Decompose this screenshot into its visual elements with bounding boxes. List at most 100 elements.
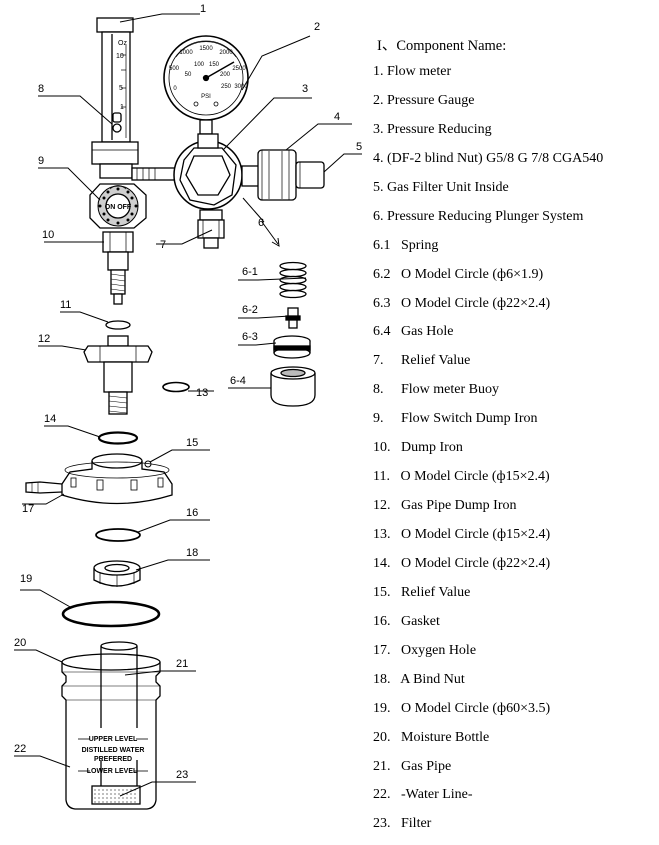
legend-item: 2. Pressure Gauge xyxy=(373,92,475,108)
plunger xyxy=(285,307,301,329)
blind-nut-inlet xyxy=(241,149,325,201)
gauge-tick-0: 0 xyxy=(173,86,177,92)
callout-18: 18 xyxy=(186,547,198,559)
callout-5: 5 xyxy=(356,141,362,153)
legend-item: 3. Pressure Reducing xyxy=(373,121,492,137)
o-ring-6-3 xyxy=(273,335,311,359)
legend-item: 15. Relief Value xyxy=(373,584,471,600)
callout-14: 14 xyxy=(44,413,56,425)
o-ring-11 xyxy=(105,320,131,330)
legend-heading: I、Component Name: xyxy=(377,38,507,54)
pressure-gauge xyxy=(163,35,249,135)
callout-4: 4 xyxy=(334,111,340,123)
exploded-diagram: 1500 2000 1000 2500 500 3000 0 100 150 2… xyxy=(14,3,362,810)
upper-level-label: UPPER LEVEL xyxy=(89,736,138,743)
legend-item: 10. Dump Iron xyxy=(373,440,463,456)
switch-label: ON OFF xyxy=(105,204,132,211)
dump-iron xyxy=(102,231,134,305)
prefered-label: PREFERED xyxy=(94,756,132,763)
callout-21: 21 xyxy=(176,658,188,670)
gauge-tick-1000: 1000 xyxy=(179,50,193,56)
flowmeter-tick-5: 5 xyxy=(119,85,123,92)
filter xyxy=(91,785,141,805)
o-ring-14 xyxy=(97,431,139,445)
gas-hole-cup xyxy=(270,366,316,407)
legend-item: 1. Flow meter xyxy=(373,64,452,79)
callout-6-1: 6-1 xyxy=(242,266,258,278)
callout-15: 15 xyxy=(186,437,198,449)
legend-item: 20. Moisture Bottle xyxy=(373,729,490,745)
distilled-water-label: DISTILLED WATER xyxy=(82,747,145,754)
legend-item: 19. O Model Circle (ф60×3.5) xyxy=(373,700,551,716)
gauge-scale: 1500 2000 1000 2500 500 3000 0 100 150 2… xyxy=(169,46,248,100)
legend-item: 8. Flow meter Buoy xyxy=(373,382,499,398)
gauge-tick-500: 500 xyxy=(169,66,180,72)
gauge-tick-50: 50 xyxy=(185,72,192,78)
callouts: 1 2 3 4 5 6 7 8 9 10 11 12 13 14 15 17 1… xyxy=(14,3,362,781)
callout-20: 20 xyxy=(14,637,26,649)
callout-10: 10 xyxy=(42,229,54,241)
gasket xyxy=(95,528,141,542)
legend-item: 5. Gas Filter Unit Inside xyxy=(373,179,509,195)
legend-item: 6.2 O Model Circle (ф6×1.9) xyxy=(373,266,544,282)
legend-item: 6.4 Gas Hole xyxy=(373,324,454,340)
callout-8: 8 xyxy=(38,83,44,95)
callout-19: 19 xyxy=(20,573,32,585)
callout-3: 3 xyxy=(302,83,308,95)
callout-9: 9 xyxy=(38,155,44,167)
flow-meter-body xyxy=(91,141,179,181)
bottle-cap xyxy=(25,453,173,505)
gauge-tick-250: 250 xyxy=(221,84,232,90)
gauge-tick-3000: 3000 xyxy=(234,84,248,90)
flow-meter xyxy=(96,17,134,143)
legend-item: 13. O Model Circle (ф15×2.4) xyxy=(373,527,551,542)
moisture-bottle xyxy=(61,653,161,810)
callout-2: 2 xyxy=(314,21,320,33)
gauge-tick-2000: 2000 xyxy=(219,50,233,56)
gauge-tick-150: 150 xyxy=(209,62,220,68)
callout-22: 22 xyxy=(14,743,26,755)
bind-nut xyxy=(93,560,141,587)
pressure-reducing-body xyxy=(173,133,243,210)
legend-item: 22. -Water Line- xyxy=(373,787,473,803)
legend-item: 21. Gas Pipe xyxy=(373,758,452,774)
callout-7: 7 xyxy=(160,239,166,251)
legend-item: 6.1 Spring xyxy=(373,237,439,253)
callout-6: 6 xyxy=(258,217,264,229)
lower-level-label: LOWER LEVEL xyxy=(87,768,138,775)
legend-item: 17. Oxygen Hole xyxy=(373,642,477,658)
gas-pipe-dump-iron xyxy=(83,335,153,415)
legend-item: 7. Relief Value xyxy=(373,353,471,369)
knob-texture xyxy=(98,187,138,225)
callout-11: 11 xyxy=(60,299,71,311)
callout-6-3: 6-3 xyxy=(242,331,258,343)
callout-6-4: 6-4 xyxy=(230,375,246,387)
callout-6-2: 6-2 xyxy=(242,304,258,316)
gauge-tick-1500: 1500 xyxy=(199,46,213,52)
spring xyxy=(279,261,307,299)
legend-item: 14. O Model Circle (ф22×2.4) xyxy=(373,555,551,571)
callout-12: 12 xyxy=(38,333,50,345)
flowmeter-tick-10: 10 xyxy=(116,53,124,60)
legend-item: 11. O Model Circle (ф15×2.4) xyxy=(373,469,550,485)
legend-item: 6. Pressure Reducing Plunger System xyxy=(373,208,584,224)
gas-pipe xyxy=(100,641,138,788)
callout-1: 1 xyxy=(200,3,206,15)
legend-item: 4. (DF-2 blind Nut) G5/8 G 7/8 CGA540 xyxy=(373,150,604,166)
o-ring-19 xyxy=(61,600,161,628)
legend-item: 6.3 O Model Circle (ф22×2.4) xyxy=(373,295,551,311)
flowmeter-tick-1: 1 xyxy=(120,104,124,111)
legend-item: 16. Gasket xyxy=(373,613,440,629)
callout-17: 17 xyxy=(22,503,34,515)
o-ring-13 xyxy=(162,381,190,393)
gauge-tick-2500: 2500 xyxy=(232,66,246,72)
gauge-tick-100: 100 xyxy=(194,62,205,68)
gauge-unit: PSI xyxy=(201,94,211,100)
callout-13: 13 xyxy=(196,387,208,399)
callout-23: 23 xyxy=(176,769,188,781)
flowmeter-unit: Oz xyxy=(118,40,127,47)
legend-item: 12. Gas Pipe Dump Iron xyxy=(373,498,517,514)
gauge-tick-200: 200 xyxy=(220,72,231,78)
legend-item: 9. Flow Switch Dump Iron xyxy=(373,411,538,427)
flowmeter-scale: Oz 10 5 1 xyxy=(116,40,127,111)
